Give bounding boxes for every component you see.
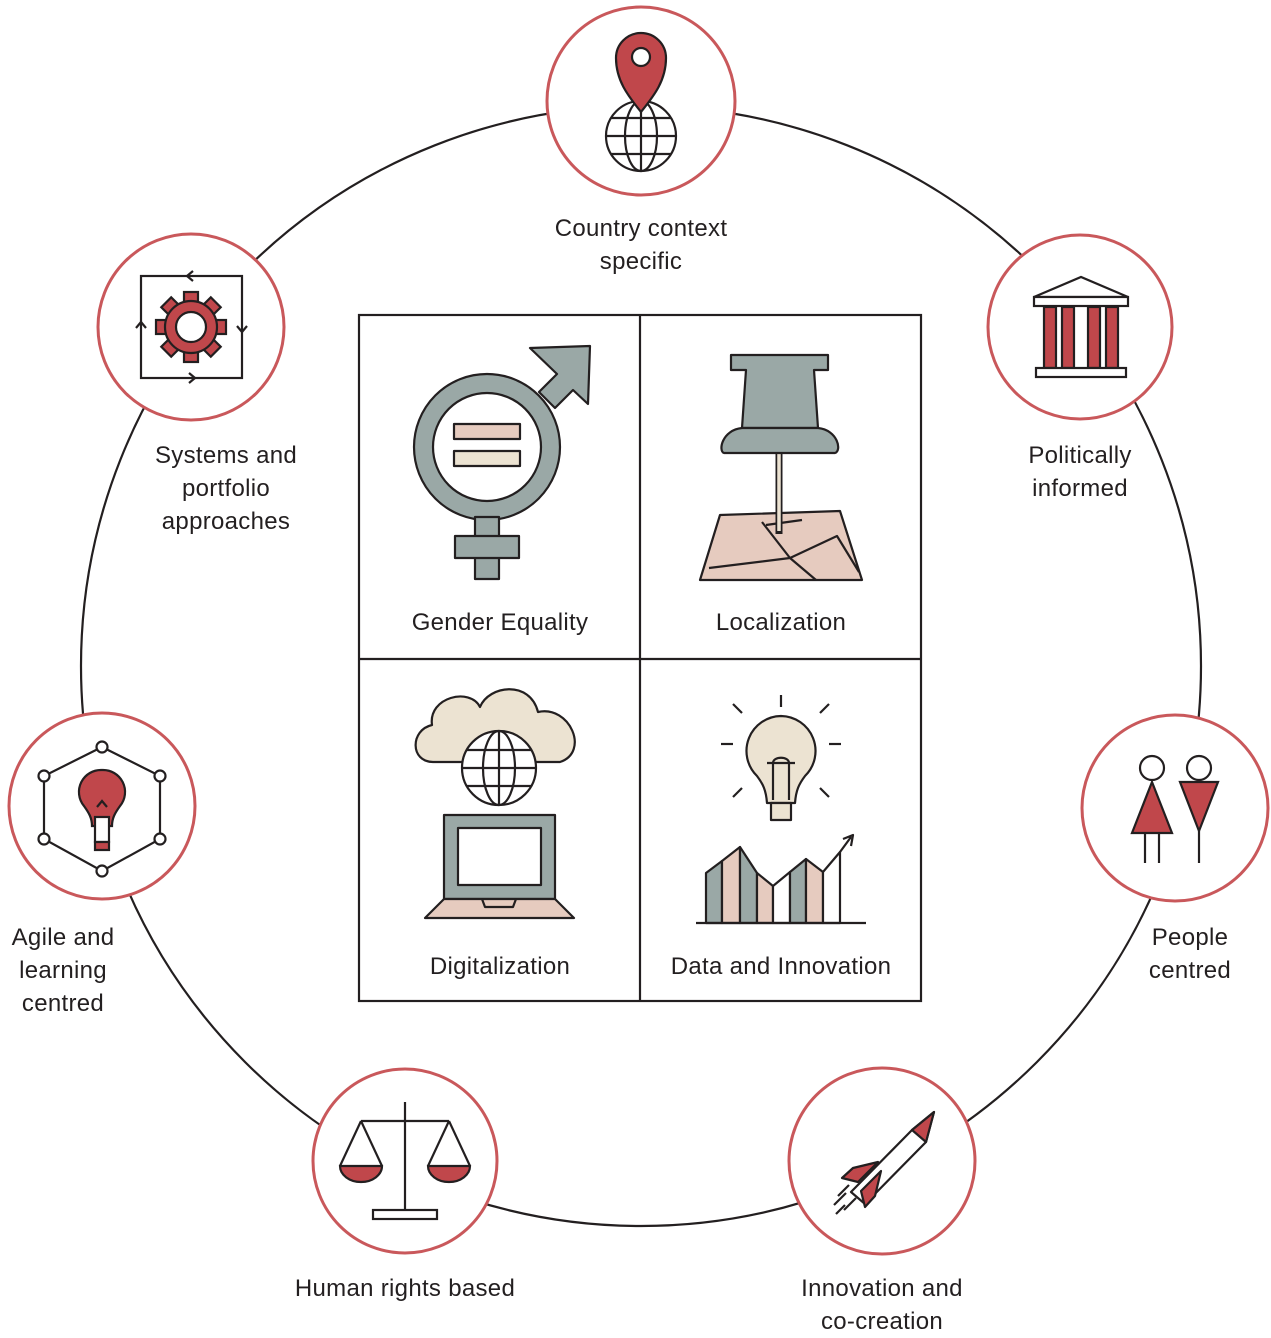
lightbulb-chart-icon [696,695,866,925]
lightbulb-network-icon [37,740,167,878]
label-localization: Localization [715,609,847,636]
label-line: centred [1148,957,1232,984]
people-icon [1130,754,1220,863]
gender-equality-icon [412,344,592,581]
node-human-rights [311,1067,499,1255]
label-innovation-co-creation: Innovation and co-creation [772,1272,992,1338]
label-line: specific [599,248,683,275]
node-country-context [545,5,737,197]
label-agile-learning: Agile and learning centred [0,921,126,1020]
node-systems-portfolio [96,232,286,422]
label-human-rights: Human rights based [255,1272,555,1305]
node-innovation-co-creation [787,1066,977,1256]
label-line: Agile and [11,924,115,951]
scales-icon [338,1102,472,1221]
node-people-centred [1080,713,1270,903]
rocket-icon [833,1110,936,1215]
label-line: informed [1032,475,1128,502]
pushpin-map-icon [698,353,864,582]
map-pin-globe-icon [604,31,678,173]
label-data-innovation: Data and Innovation [670,953,892,980]
label-politically-informed: Politically informed [990,439,1170,505]
cloud-laptop-icon [414,688,576,920]
label-line: Systems and [154,442,298,469]
label-line: centred [21,990,105,1017]
label-line: Politically [1028,442,1132,469]
label-line: Innovation and [801,1275,963,1302]
gear-cycle-icon [135,270,248,384]
node-agile-learning [7,711,197,901]
label-line: People [1151,924,1229,951]
label-line: approaches [161,508,291,535]
label-line: co-creation [820,1308,944,1335]
node-politically-informed [986,233,1174,421]
label-line: learning [19,957,107,984]
label-gender-equality: Gender Equality [411,609,589,636]
label-country-context: Country context specific [521,212,761,278]
label-systems-portfolio: Systems and portfolio approaches [126,439,326,538]
label-digitalization: Digitalization [429,953,571,980]
label-people-centred: People centred [1110,921,1270,987]
label-line: portfolio [181,475,271,502]
label-line: Country context [554,215,728,242]
label-line: Human rights based [294,1275,516,1302]
government-building-icon [1032,275,1130,379]
